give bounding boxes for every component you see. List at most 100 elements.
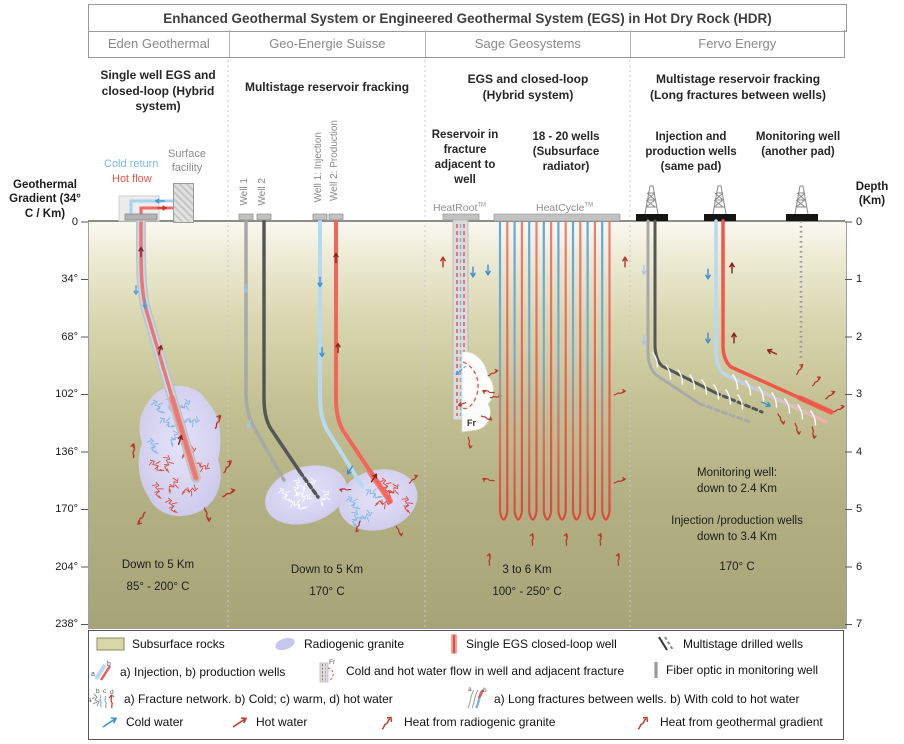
derrick-icon [794, 185, 809, 215]
legend-item-well-fracture-flow: Fr Cold and hot water flow in well and a… [316, 658, 624, 684]
eden-section [118, 195, 237, 527]
suisse-section [238, 213, 419, 537]
svg-text:c: c [103, 688, 107, 695]
sage-heatcycle-pipes [498, 222, 611, 521]
depth-tick-5: 5 [856, 503, 863, 515]
fervo-pad-2 [704, 214, 736, 221]
legend-item-subsurface-rocks: Subsurface rocks [96, 636, 225, 652]
legend-item-injection-production: a b a) Injection, b) production wells [90, 660, 285, 684]
depth-tick-2: 2 [856, 331, 863, 343]
sage-temp-note: 100° - 250° C [492, 586, 562, 598]
legend-item-heat-gradient: Heat from geothermal gradient [634, 712, 823, 732]
derrick-icon [712, 185, 727, 215]
temp-tick-204: 204° [55, 561, 78, 573]
svg-text:Fr: Fr [329, 659, 336, 666]
suisse-wellhead-1 [238, 213, 254, 221]
long-fractures-icon: a b [467, 686, 487, 709]
legend-item-long-fractures: a b a) Long fractures between wells. b) … [462, 686, 799, 712]
well1-injection-label: Well 1: Injection [313, 132, 324, 203]
temp-tick-0: 0 [71, 216, 78, 228]
sage-right-heading: 18 - 20 wells (Subsurface radiator) [532, 131, 600, 173]
company-sage: Sage Geosystems [425, 30, 629, 57]
method-fervo: Multistage reservoir fracking (Long frac… [649, 72, 827, 102]
heatcycle-label: HeatCycleTM [536, 202, 594, 214]
legend-item-multistage-wells: Multistage drilled wells [655, 634, 803, 654]
eden-radiogenic-granite-blob [138, 385, 221, 517]
depth-tick-1: 1 [856, 273, 863, 285]
single-egs-well-icon [451, 634, 457, 654]
legend-item-radiogenic-granite: Radiogenic granite [272, 636, 404, 652]
fervo-section [636, 185, 846, 440]
legend-item-fracture-network: a b c d a) Fracture network. b) Cold; c)… [88, 686, 393, 712]
temp-tick-136: 136° [55, 446, 78, 458]
fiber-optic-icon [654, 662, 658, 678]
surface-facility-label: Surface facility [168, 148, 206, 174]
company-suisse: Geo-Energie Suisse [228, 30, 425, 57]
suisse-granite-blob-left [265, 465, 347, 525]
svg-text:d: d [110, 689, 114, 696]
fervo-pad-3 [786, 214, 818, 221]
well-fracture-flow-icon: Fr [319, 659, 336, 683]
sage-heatcycle-header [493, 213, 621, 222]
fracture-fr-label: Fr [467, 418, 476, 428]
suisse-granite-blob-right [338, 469, 418, 531]
sage-heatcycle-heat-arrows [481, 387, 627, 567]
fervo-monitoring-note-2: down to 2.4 Km [697, 483, 777, 495]
subsurface-rocks-swatch [96, 637, 125, 651]
legend-item-hot-water: Hot water [230, 714, 307, 730]
fervo-injection-production-wells [714, 219, 834, 424]
well2-label: Well 2 [257, 178, 268, 206]
method-suisse: Multistage reservoir fracking [244, 80, 410, 94]
legend-item-cold-water: Cold water [100, 714, 183, 730]
fervo-left-heading: Injection and production wells (same pad… [645, 131, 737, 173]
legend-item-single-egs-well: Single EGS closed-loop well [448, 634, 617, 654]
cold-return-label: Cold return [104, 158, 159, 170]
company-eden: Eden Geothermal [107, 36, 210, 51]
sage-depth-note: 3 to 6 Km [502, 564, 552, 576]
method-sage: EGS and closed-loop (Hybrid system) [467, 72, 589, 102]
well2-production-label: Well 2: Production [329, 120, 340, 201]
svg-text:b: b [483, 687, 487, 694]
depth-tick-7: 7 [856, 618, 863, 630]
heatroot-label: HeatRootTM [433, 202, 487, 214]
suisse-wellhead-2 [256, 213, 272, 221]
svg-text:a: a [88, 697, 92, 704]
depth-tick-3: 3 [856, 388, 863, 400]
fervo-flow-arrows [641, 262, 779, 409]
eden-temp-note: 85° - 200° C [126, 581, 190, 593]
legend [88, 630, 844, 740]
method-eden: Single well EGS and closed-loop (Hybrid … [100, 68, 216, 114]
heatcycle-tm: TM [584, 202, 594, 209]
depth-tick-4: 4 [856, 446, 863, 458]
derrick-icon [644, 185, 659, 215]
fervo-pad-1 [636, 214, 668, 221]
right-axis-ticks [845, 221, 852, 625]
fervo-temp-note: 170° C [719, 561, 755, 573]
diagram-title: Enhanced Geothermal System or Engineered… [88, 4, 847, 32]
suisse-wellhead-injection [312, 213, 328, 221]
company-row: Eden Geothermal Geo-Energie Suisse Sage … [88, 30, 845, 58]
temp-tick-102: 102° [55, 388, 78, 400]
depth-tick-6: 6 [856, 561, 863, 573]
temp-tick-170: 170° [55, 503, 78, 515]
sage-fracture-flow [454, 361, 479, 410]
fervo-derricks [644, 185, 809, 215]
suisse-wellhead-production [328, 213, 344, 221]
eden-single-well [135, 215, 201, 483]
fervo-wells-note-1: Injection /production wells [671, 515, 803, 527]
svg-text:a: a [91, 671, 95, 678]
fervo-monitoring-note-1: Monitoring well: [697, 467, 777, 479]
radiogenic-granite-swatch [275, 637, 295, 651]
temp-tick-34: 34° [61, 273, 78, 285]
depth-tick-0: 0 [856, 216, 863, 228]
svg-text:b: b [107, 661, 111, 668]
suisse-temp-note: 170° C [309, 586, 345, 598]
fervo-wells-note-2: down to 3.4 Km [697, 531, 777, 543]
heat-radiogenic-arrow [381, 716, 393, 730]
depth-axis-label: Depth (Km) [855, 181, 889, 208]
geothermal-gradient-label: Geothermal Gradient (34° C / Km) [9, 179, 81, 220]
legend-item-fiber-optic: Fiber optic in monitoring well [652, 660, 818, 680]
company-fervo: Fervo Energy [629, 30, 844, 57]
suisse-depth-note: Down to 5 Km [290, 564, 364, 576]
